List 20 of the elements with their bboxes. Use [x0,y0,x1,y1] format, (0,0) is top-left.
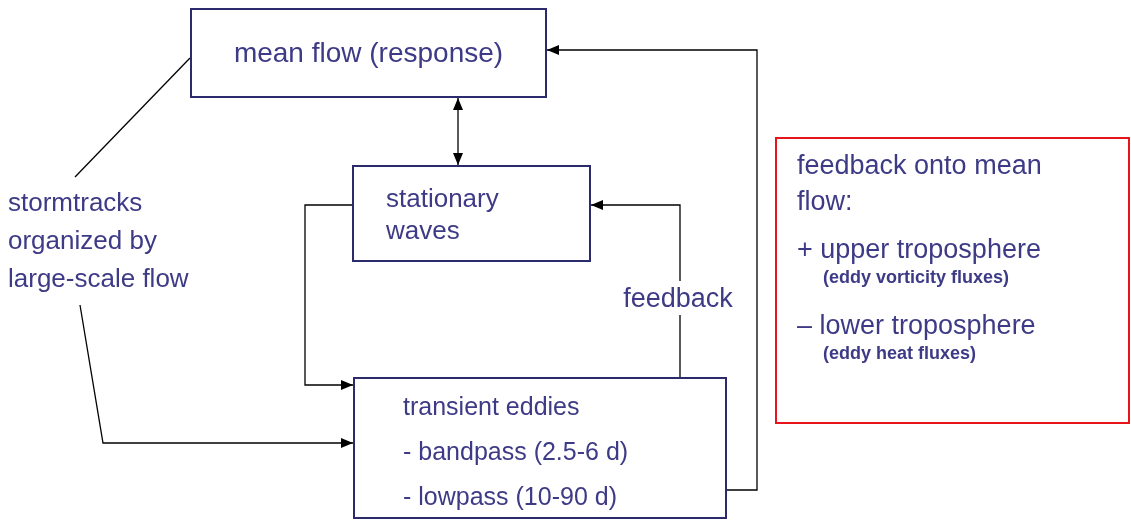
arrow [453,97,463,166]
arrow [546,45,758,491]
node-text: transient eddies [403,391,581,422]
process-box [190,8,547,98]
process-box [352,165,591,262]
node-text: + upper troposphere [797,233,1042,265]
node-text: - lowpass (10-90 d) [403,481,618,512]
annotation-text: stormtracks organized by large-scale flow [8,186,190,295]
node-text: stationary waves [386,181,500,246]
node-text: - bandpass (2.5-6 d) [403,436,630,467]
note-box [775,137,1130,424]
process-box [353,377,727,519]
node-text: – lower troposphere [797,309,1037,341]
node-text: (eddy vorticity fluxes) [822,266,1011,289]
node-text: feedback onto mean flow: [797,149,1043,218]
node-text: mean flow (response) [233,36,504,70]
arrow [304,204,354,390]
edge-label: feedback [621,281,735,315]
node-text: (eddy heat fluxes) [822,342,978,365]
arrow [79,304,354,448]
